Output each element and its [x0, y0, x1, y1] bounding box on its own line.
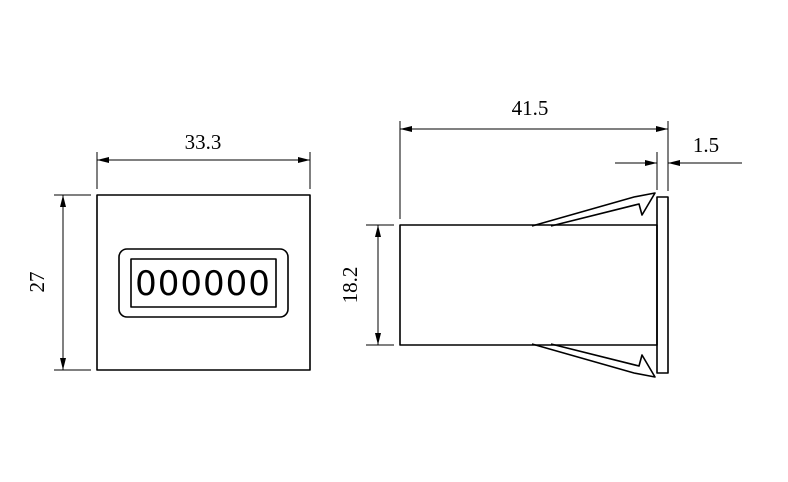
snap-clip-bottom [531, 343, 656, 378]
dimension-value-side-length: 41.5 [512, 96, 549, 120]
dimension-front-width: 33.3 [96, 130, 311, 189]
dimension-side-height: 18.2 [338, 224, 394, 346]
mounting-flange [656, 196, 669, 374]
dimension-side-length: 41.5 [399, 96, 669, 219]
display-bezel [118, 248, 289, 318]
counter-digits: 000000 [135, 264, 271, 304]
dimension-value-front-width: 33.3 [185, 130, 222, 154]
counter-side-body [399, 224, 658, 346]
dimension-value-side-height: 18.2 [338, 267, 362, 304]
dimension-front-height: 27 [25, 194, 91, 371]
front-view: 000000 33.3 27 [25, 130, 311, 371]
snap-clip-top [531, 192, 656, 227]
dimension-flange-thickness: 1.5 [615, 133, 742, 190]
counter-front-body [96, 194, 311, 371]
display-window [130, 258, 277, 308]
side-view: 41.5 1.5 18.2 [338, 96, 742, 378]
dimension-value-flange-thickness: 1.5 [693, 133, 719, 157]
dimension-value-front-height: 27 [25, 272, 49, 293]
